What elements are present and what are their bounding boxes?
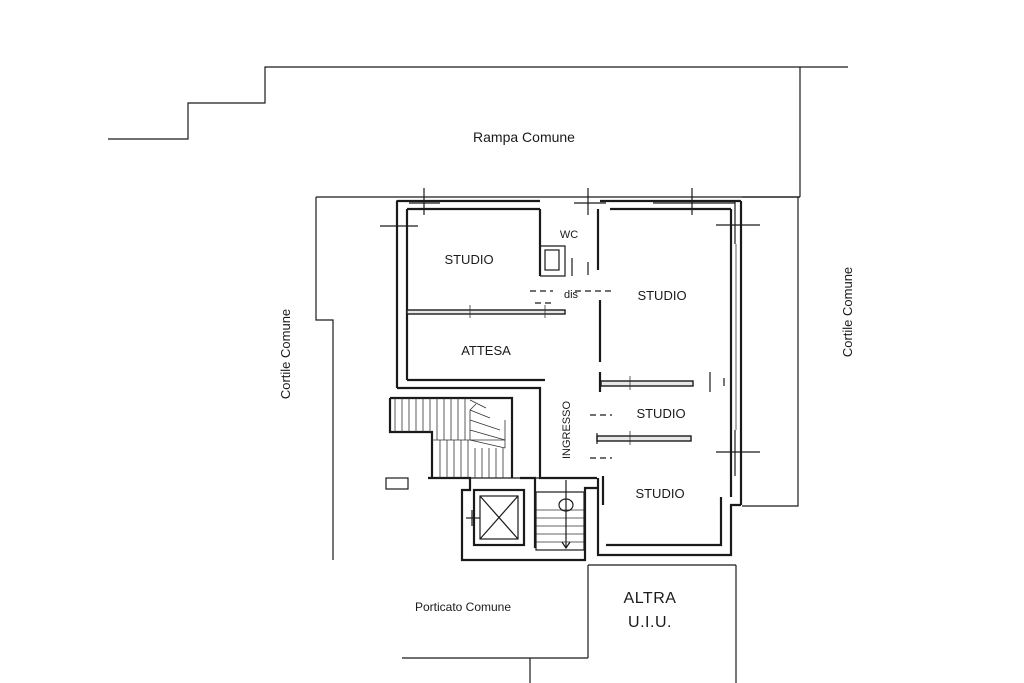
cortile-left-label: Cortile Comune bbox=[278, 309, 293, 399]
elevator bbox=[466, 488, 526, 547]
rampa-label: Rampa Comune bbox=[473, 129, 575, 145]
unit-walls bbox=[388, 199, 743, 562]
staircase bbox=[394, 398, 506, 478]
altra-label: ALTRA bbox=[624, 590, 677, 607]
ingresso-label: INGRESSO bbox=[561, 401, 573, 460]
studio-2-label: STUDIO bbox=[637, 288, 686, 303]
site-boundary bbox=[108, 66, 848, 683]
entrance-steps bbox=[535, 480, 585, 551]
uiu-label: U.I.U. bbox=[628, 614, 672, 631]
porticato-label: Porticato Comune bbox=[415, 600, 511, 614]
partitions bbox=[406, 209, 725, 505]
studio-3-label: STUDIO bbox=[636, 406, 685, 421]
attesa-label: ATTESA bbox=[461, 343, 511, 358]
cortile-right-label: Cortile Comune bbox=[840, 267, 855, 357]
small-fixture bbox=[385, 477, 409, 490]
studio-1-label: STUDIO bbox=[444, 252, 493, 267]
dis-label: dis bbox=[564, 289, 579, 301]
studio-4-label: STUDIO bbox=[635, 486, 684, 501]
column-marks bbox=[380, 188, 760, 476]
wc-label: WC bbox=[560, 229, 578, 241]
